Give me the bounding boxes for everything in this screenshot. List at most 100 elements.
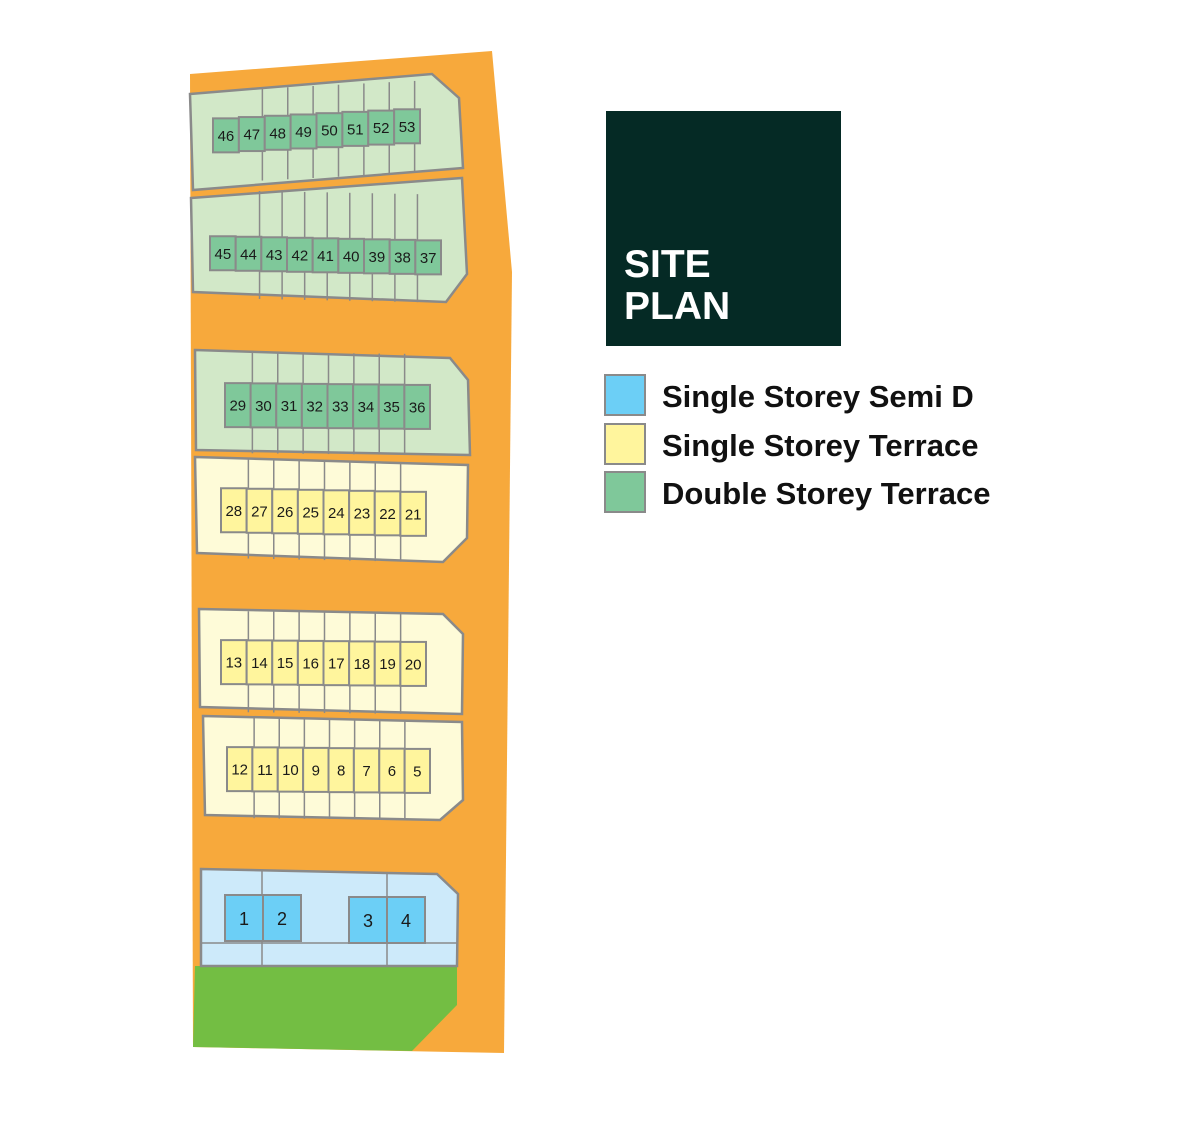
plot-number-23: 23	[354, 505, 371, 522]
plot-number-3: 3	[363, 911, 373, 931]
unit-25[interactable]	[296, 488, 325, 535]
plot-number-35: 35	[383, 399, 400, 416]
legend-label-single-terrace: Single Storey Terrace	[662, 427, 979, 463]
unit-34[interactable]	[352, 383, 380, 430]
title-line-1: SITE	[624, 243, 711, 286]
green-space	[193, 966, 457, 1051]
unit-7[interactable]	[352, 747, 381, 794]
plot-number-34: 34	[358, 399, 375, 416]
unit-2[interactable]	[262, 894, 302, 942]
unit-11[interactable]	[251, 746, 279, 793]
plot-number-9: 9	[312, 762, 320, 779]
plot-number-45: 45	[214, 246, 231, 263]
plot-number-16: 16	[302, 655, 319, 672]
unit-21[interactable]	[399, 490, 427, 537]
title-line-2: PLAN	[624, 285, 731, 328]
plot-number-49: 49	[295, 124, 312, 141]
plot-number-24: 24	[328, 505, 345, 522]
unit-23[interactable]	[348, 489, 376, 536]
plot-number-48: 48	[269, 125, 286, 142]
legend-swatch-double-terrace	[604, 471, 646, 513]
plot-number-17: 17	[328, 656, 345, 673]
plot-number-19: 19	[379, 656, 396, 673]
plot-number-46: 46	[218, 128, 235, 145]
plot-number-2: 2	[277, 909, 287, 929]
plot-number-50: 50	[321, 123, 338, 140]
plot-number-5: 5	[413, 763, 421, 780]
plot-number-14: 14	[251, 655, 268, 672]
unit-26[interactable]	[271, 488, 299, 535]
unit-3[interactable]	[348, 896, 388, 944]
unit-30[interactable]	[249, 382, 278, 429]
unit-5[interactable]	[403, 747, 431, 794]
plot-number-43: 43	[266, 247, 283, 264]
unit-14[interactable]	[245, 639, 274, 686]
plot-number-21: 21	[405, 506, 422, 523]
unit-8[interactable]	[327, 747, 355, 794]
plot-number-25: 25	[302, 504, 319, 521]
plot-number-4: 4	[401, 911, 411, 931]
plot-number-20: 20	[405, 656, 422, 673]
plot-number-11: 11	[257, 762, 273, 779]
unit-18[interactable]	[348, 640, 376, 687]
plot-number-33: 33	[332, 399, 349, 416]
unit-41[interactable]	[311, 237, 340, 274]
plot-number-7: 7	[362, 763, 370, 780]
legend-label-semi-d: Single Storey Semi D	[662, 379, 974, 414]
unit-44[interactable]	[234, 235, 263, 272]
unit-33[interactable]	[326, 383, 355, 430]
plot-number-44: 44	[240, 246, 257, 263]
plot-number-37: 37	[420, 250, 437, 267]
unit-37[interactable]	[414, 239, 443, 276]
plot-number-53: 53	[399, 119, 416, 136]
plot-number-18: 18	[354, 656, 371, 673]
unit-9[interactable]	[302, 746, 330, 793]
plot-number-26: 26	[277, 504, 294, 521]
plot-number-41: 41	[317, 248, 334, 265]
unit-24[interactable]	[322, 489, 351, 536]
site-plan-title-box: SITE PLAN	[606, 111, 841, 346]
plot-number-36: 36	[409, 399, 426, 416]
plot-number-42: 42	[291, 247, 308, 264]
unit-50[interactable]	[315, 112, 344, 149]
unit-49[interactable]	[289, 113, 318, 150]
legend-label-double-terrace: Double Storey Terrace	[662, 476, 991, 511]
unit-22[interactable]	[373, 490, 402, 537]
plot-number-32: 32	[306, 398, 323, 415]
plot-number-29: 29	[229, 398, 246, 415]
unit-1[interactable]	[224, 894, 264, 942]
plot-number-52: 52	[373, 120, 390, 137]
plot-number-15: 15	[277, 655, 294, 672]
plot-number-13: 13	[225, 655, 242, 672]
site-plan-title: SITE PLAN	[624, 244, 730, 328]
unit-16[interactable]	[296, 639, 325, 686]
plot-number-28: 28	[225, 503, 242, 520]
legend-swatch-semi-d	[604, 374, 646, 416]
plot-number-1: 1	[239, 909, 249, 929]
plot-number-38: 38	[394, 249, 411, 266]
plot-number-51: 51	[347, 121, 364, 138]
plot-number-10: 10	[282, 762, 299, 779]
unit-20[interactable]	[399, 640, 427, 687]
plot-number-47: 47	[243, 127, 260, 144]
plot-number-22: 22	[379, 506, 396, 523]
unit-4[interactable]	[386, 896, 426, 944]
plot-number-39: 39	[368, 249, 385, 266]
unit-48[interactable]	[263, 114, 292, 151]
plot-number-30: 30	[255, 398, 272, 415]
unit-39[interactable]	[363, 238, 391, 275]
plot-number-40: 40	[343, 248, 360, 265]
plot-number-8: 8	[337, 763, 345, 780]
unit-47[interactable]	[237, 116, 266, 153]
plot-number-27: 27	[251, 503, 268, 520]
unit-6[interactable]	[378, 747, 406, 794]
plot-number-6: 6	[388, 763, 396, 780]
plot-number-12: 12	[231, 762, 248, 779]
unit-32[interactable]	[300, 382, 329, 429]
legend-swatch-single-terrace	[604, 422, 646, 465]
plot-number-31: 31	[281, 398, 298, 415]
unit-53[interactable]	[393, 108, 421, 145]
unit-36[interactable]	[403, 383, 431, 430]
unit-31[interactable]	[275, 382, 303, 429]
